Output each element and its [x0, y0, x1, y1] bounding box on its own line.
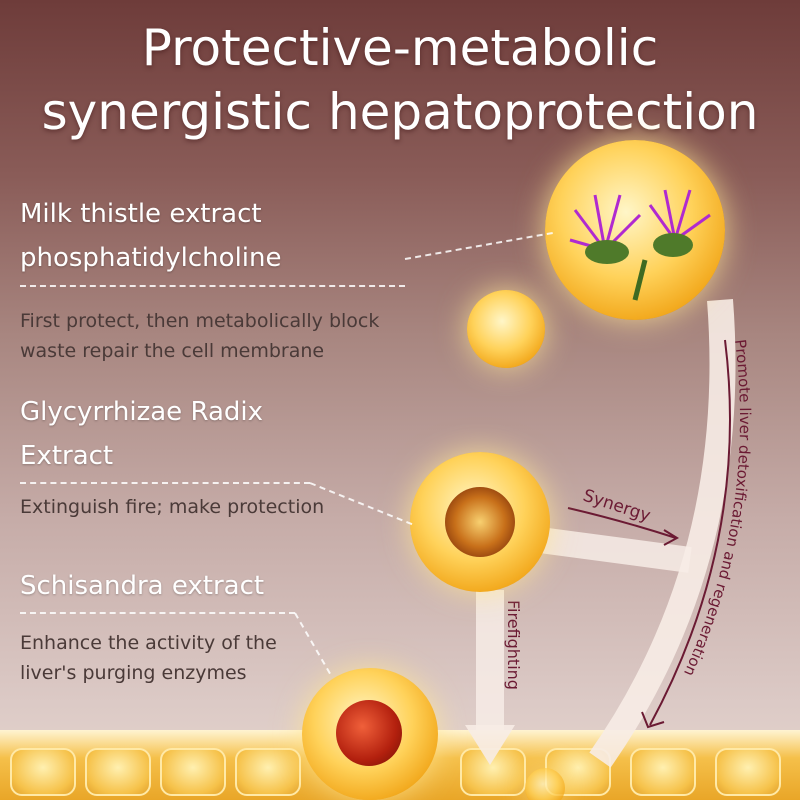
liver-cell	[630, 748, 696, 796]
small-cell-orb	[467, 290, 545, 368]
schisandra-berry-icon	[336, 700, 402, 766]
small-cell-orb	[525, 768, 565, 800]
liver-cell	[10, 748, 76, 796]
divider	[20, 482, 310, 484]
divider	[20, 612, 295, 614]
title-line-2: synergistic hepatoprotection	[41, 83, 759, 141]
ingredient-3-desc-line-1: Enhance the activity of the	[20, 632, 277, 654]
thistle-flower-icon	[569, 189, 711, 301]
schisandra-orb	[302, 668, 438, 800]
ingredient-1-name-line-2: phosphatidylcholine	[20, 243, 282, 273]
milk-thistle-orb	[545, 140, 725, 320]
ingredient-3-name-line-1: Schisandra extract	[20, 571, 265, 601]
ingredient-2-name-line-2: Extract	[20, 441, 114, 471]
synergy-arrow	[567, 507, 677, 539]
synergy-flow-band	[538, 527, 692, 573]
ingredient-1-desc-line-2: waste repair the cell membrane	[20, 340, 325, 362]
ingredient-1-name-line-1: Milk thistle extract	[20, 199, 262, 229]
synergy-arrowhead	[663, 529, 680, 546]
licorice-slice-icon	[445, 487, 515, 557]
glycyrrhiza-orb	[410, 452, 550, 592]
promote-arrow	[649, 339, 731, 726]
divider	[20, 285, 405, 287]
ingredient-2-name-line-1: Glycyrrhizae Radix	[20, 397, 263, 427]
ingredient-2-desc-line-1: Extinguish fire; make protection	[20, 496, 325, 518]
firefighting-label: Firefighting	[504, 600, 523, 690]
promote-arrowhead	[641, 711, 665, 729]
liver-cell	[715, 748, 781, 796]
firefighting-arrowhead	[465, 725, 515, 765]
title-line-1: Protective-metabolic	[141, 19, 659, 77]
ingredient-1-desc-line-1: First protect, then metabolically block	[20, 310, 380, 332]
liver-cell	[85, 748, 151, 796]
main-flow-band	[589, 299, 736, 768]
liver-cell	[235, 748, 301, 796]
ingredient-3-desc-line-2: liver's purging enzymes	[20, 662, 247, 684]
liver-cell	[160, 748, 226, 796]
